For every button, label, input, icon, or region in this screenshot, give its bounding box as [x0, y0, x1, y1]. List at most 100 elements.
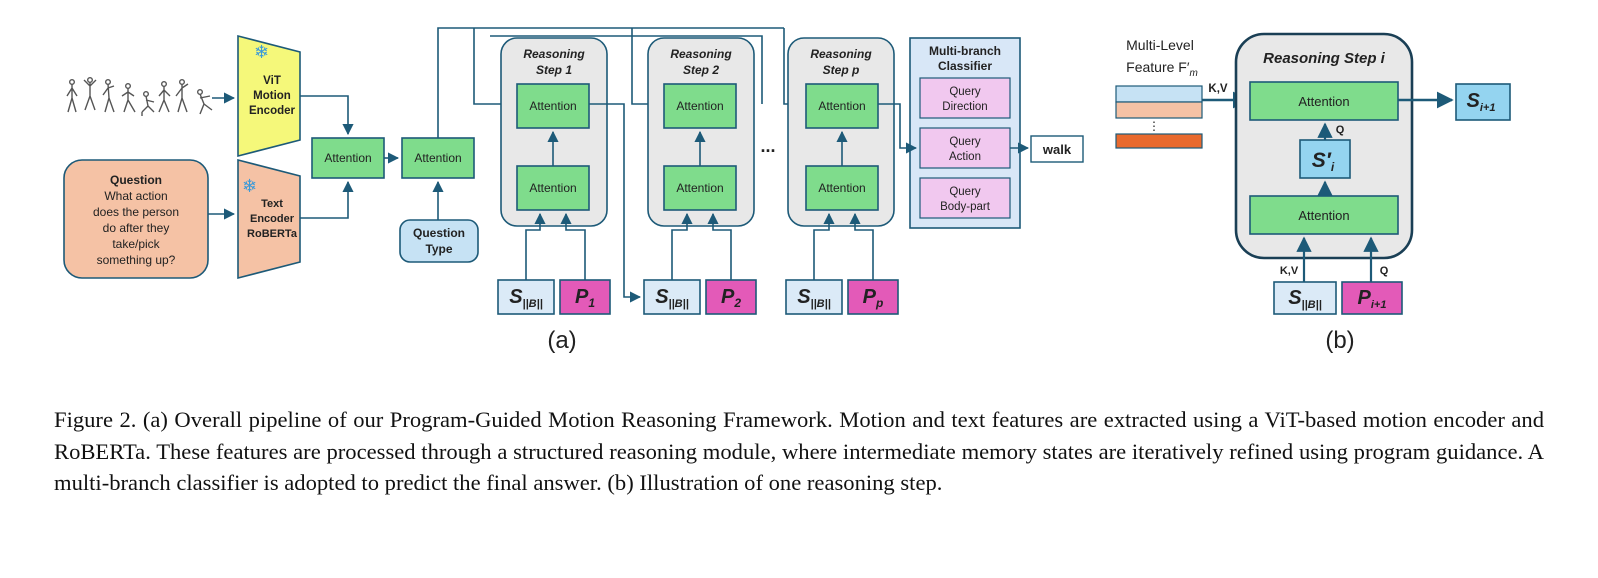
feature-vdots: ⋮: [1148, 119, 1160, 133]
state-box-b-label: S||B||: [1288, 287, 1322, 311]
query-action-line2: Action: [949, 151, 981, 163]
step-2-title-line2: Step 2: [683, 63, 719, 77]
step-p-top-attention-label: Attention: [818, 99, 865, 113]
program-box-p-label: Pp: [863, 286, 884, 310]
answer-output-label: walk: [1042, 142, 1072, 157]
step-p-bottom-attention: [805, 165, 879, 211]
arrow-text-to-fusion: [300, 180, 354, 219]
reasoning-step-1: Reasoning Step 1 Attention Attention: [500, 37, 608, 227]
state-box-1-label: S||B||: [509, 286, 543, 310]
program-box-1: [559, 279, 611, 315]
q-mid-label: Q: [1336, 124, 1345, 136]
step-i-bottom-attention-label: Attention: [1298, 208, 1349, 223]
steps-ellipsis: ...: [760, 136, 775, 156]
program-box-p: [847, 279, 899, 315]
state-box-2: [643, 279, 701, 315]
step-i-top-attention-label: Attention: [1298, 94, 1349, 109]
figure-caption: Figure 2. (a) Overall pipeline of our Pr…: [54, 407, 1544, 495]
multi-branch-classifier: Multi-branch Classifier Query Direction …: [909, 37, 1021, 229]
frozen-snowflake-icon: ❄: [254, 42, 269, 62]
classifier-title-line2: Classifier: [938, 59, 992, 73]
query-direction-box: [919, 77, 1011, 119]
vit-encoder-line2: Motion: [253, 90, 291, 102]
question-type-line1: Question: [413, 226, 465, 240]
program-box-2-label: P2: [721, 286, 741, 310]
state-box-b: [1273, 281, 1337, 315]
reasoning-step-i: Reasoning Step i Attention S′i Q Attenti…: [1234, 32, 1414, 260]
reasoning-step-p: Reasoning Step p Attention Attention: [787, 37, 895, 227]
step-2-bottom-attention-label: Attention: [676, 181, 723, 195]
question-line-1: What action: [104, 189, 167, 203]
feature-label-line2: Feature F′m: [1126, 59, 1198, 79]
arrow-step-p-to-classifier: [878, 103, 918, 154]
text-encoder-line2: Encoder: [250, 213, 295, 225]
kv-top-label: K,V: [1208, 83, 1228, 95]
text-encoder-line3: RoBERTa: [247, 228, 298, 240]
multi-level-feature-stack: ⋮: [1115, 85, 1203, 149]
query-bodypart-line2: Body-part: [940, 201, 991, 213]
step-1-bottom-attention-label: Attention: [529, 181, 576, 195]
step-p-bottom-attention-label: Attention: [818, 181, 865, 195]
step-p-title-line2: Step p: [823, 63, 860, 77]
step-1-bottom-attention: [516, 165, 590, 211]
question-line-2: does the person: [93, 205, 179, 219]
step-i-title: Reasoning Step i: [1263, 50, 1386, 67]
query-action-box: [919, 127, 1011, 169]
step-1-title-line2: Step 1: [536, 63, 572, 77]
text-encoder-roberta: ❄ Text Encoder RoBERTa: [237, 158, 301, 280]
motion-stick-figures: [66, 77, 213, 116]
query-direction-line1: Query: [949, 86, 981, 98]
vit-motion-encoder: ❄ ViT Motion Encoder: [237, 34, 301, 158]
step-p-top-attention: [805, 83, 879, 129]
s-prime-box: [1299, 139, 1351, 179]
type-attention-label: Attention: [414, 151, 461, 165]
next-state-box: [1455, 83, 1511, 121]
question-line-3: do after they: [103, 221, 170, 235]
question-title: Question: [110, 173, 162, 187]
answer-output-box: [1030, 135, 1084, 163]
state-box-p-label: S||B||: [797, 286, 831, 310]
state-box-1: [497, 279, 555, 315]
question-line-5: something up?: [97, 253, 176, 267]
step-i-top-attention: [1249, 81, 1399, 121]
program-box-2: [705, 279, 757, 315]
step-inputs: S||B|| P1 S||B|| P2 S||B|| Pp: [497, 103, 899, 315]
question-line-4: take/pick: [112, 237, 160, 251]
vit-encoder-line1: ViT: [263, 75, 281, 87]
reasoning-step-2: Reasoning Step 2 Attention Attention: [647, 37, 755, 227]
next-state-label: Si+1: [1467, 90, 1496, 114]
step-2-top-attention-label: Attention: [676, 99, 723, 113]
query-bodypart-box: [919, 177, 1011, 219]
state-box-2-label: S||B||: [655, 286, 689, 310]
step-2-bottom-attention: [663, 165, 737, 211]
arrow-vit-to-fusion: [300, 95, 354, 136]
step-p-title-line1: Reasoning: [810, 47, 872, 61]
step-1-top-attention-label: Attention: [529, 99, 576, 113]
program-box-b-label: Pi+1: [1358, 287, 1387, 311]
query-direction-line2: Direction: [942, 101, 987, 113]
classifier-title-line1: Multi-branch: [929, 44, 1001, 58]
step-1-title-line1: Reasoning: [523, 47, 585, 61]
step-2-title-line1: Reasoning: [670, 47, 732, 61]
type-attention-block: Attention: [401, 137, 475, 179]
text-encoder-line1: Text: [261, 198, 283, 210]
panel-a-label: (a): [547, 327, 576, 354]
s-prime-label: S′i: [1312, 149, 1335, 174]
question-box: Question What action does the person do …: [63, 159, 209, 279]
program-box-1-label: P1: [575, 286, 595, 310]
query-action-line1: Query: [949, 136, 981, 148]
question-type-line2: Type: [425, 242, 452, 256]
step-i-bottom-attention: [1249, 195, 1399, 235]
query-bodypart-line1: Query: [949, 186, 981, 198]
step-1-top-attention: [516, 83, 590, 129]
panel-b-label: (b): [1325, 327, 1354, 354]
kv-bottom-label: K,V: [1280, 265, 1299, 277]
fusion-attention-block: Attention: [311, 137, 385, 179]
fusion-attention-label: Attention: [324, 151, 371, 165]
q-bottom-label: Q: [1380, 265, 1389, 277]
vit-encoder-line3: Encoder: [249, 105, 296, 117]
frozen-snowflake-icon: ❄: [242, 176, 257, 196]
feature-label-line1: Multi-Level: [1126, 37, 1194, 53]
question-type-box: Question Type: [399, 219, 479, 263]
